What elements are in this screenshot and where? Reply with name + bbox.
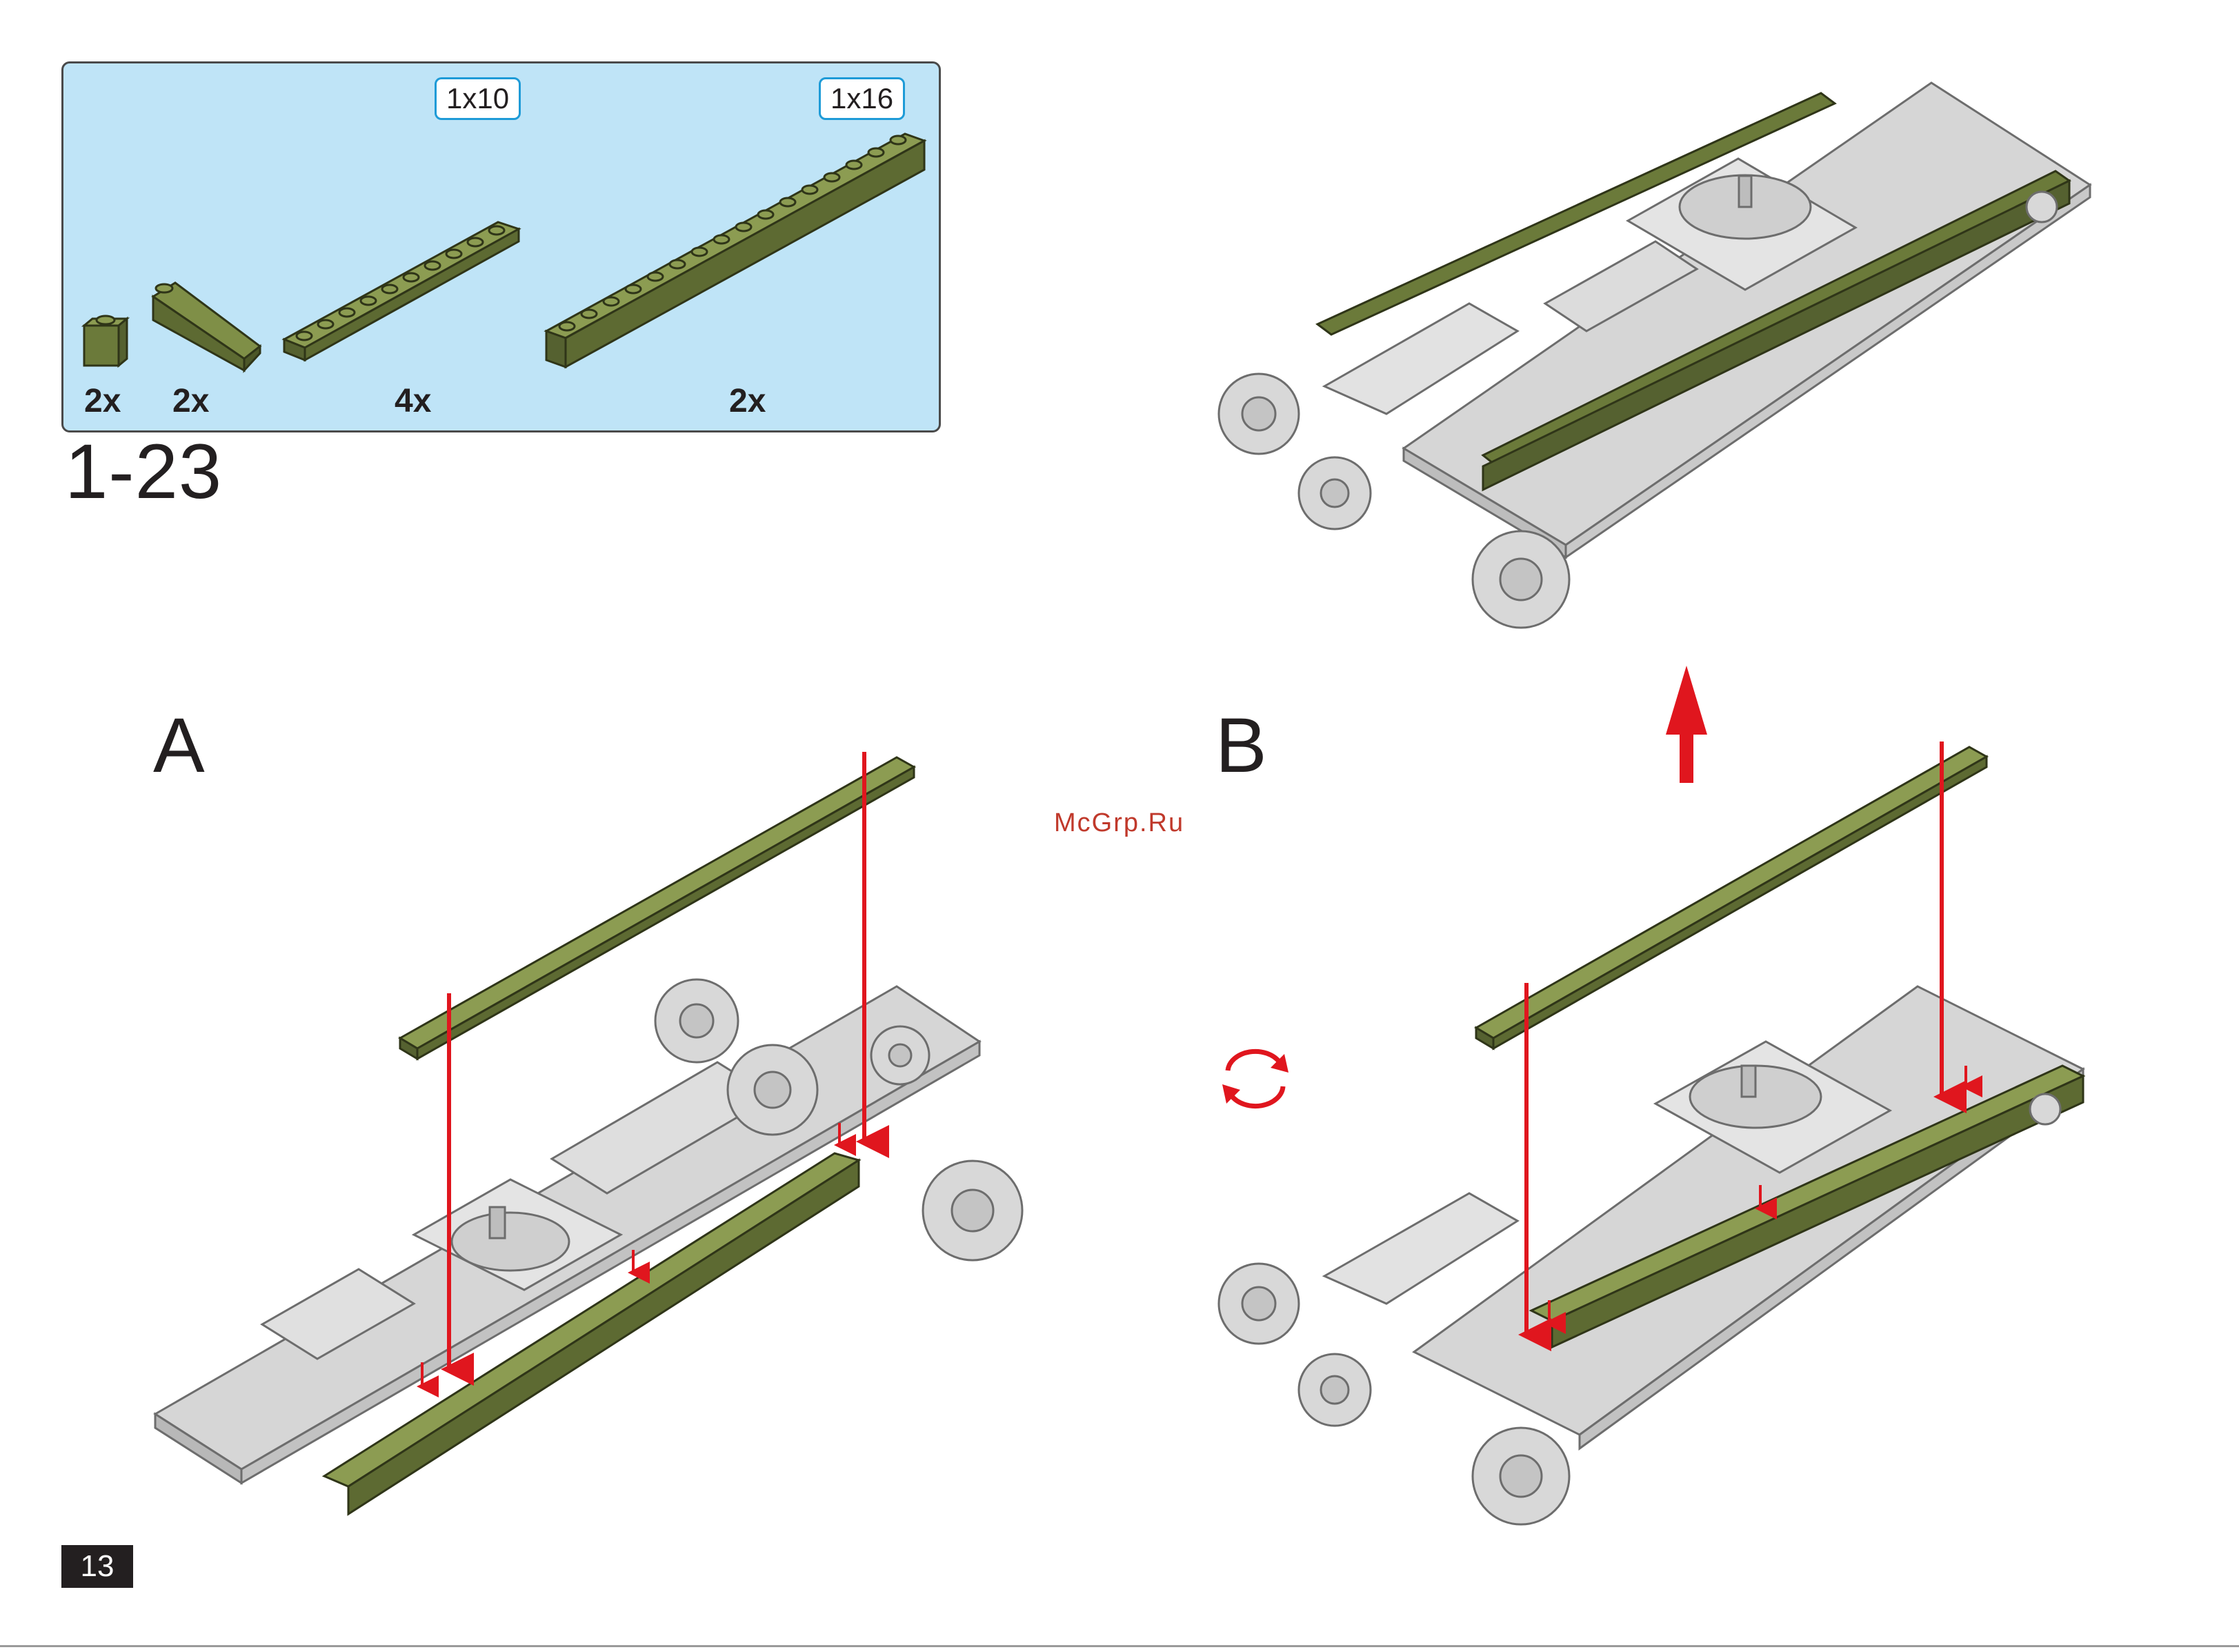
rotate-model-icon <box>1222 1051 1288 1106</box>
move-up-arrow-icon <box>1666 666 1707 783</box>
substep-b-illustration <box>1219 742 2083 1524</box>
substep-a-illustration <box>155 752 1022 1514</box>
footer-divider <box>0 1645 2239 1647</box>
page-number: 13 <box>61 1545 133 1588</box>
completed-model-illustration <box>1219 83 2090 628</box>
